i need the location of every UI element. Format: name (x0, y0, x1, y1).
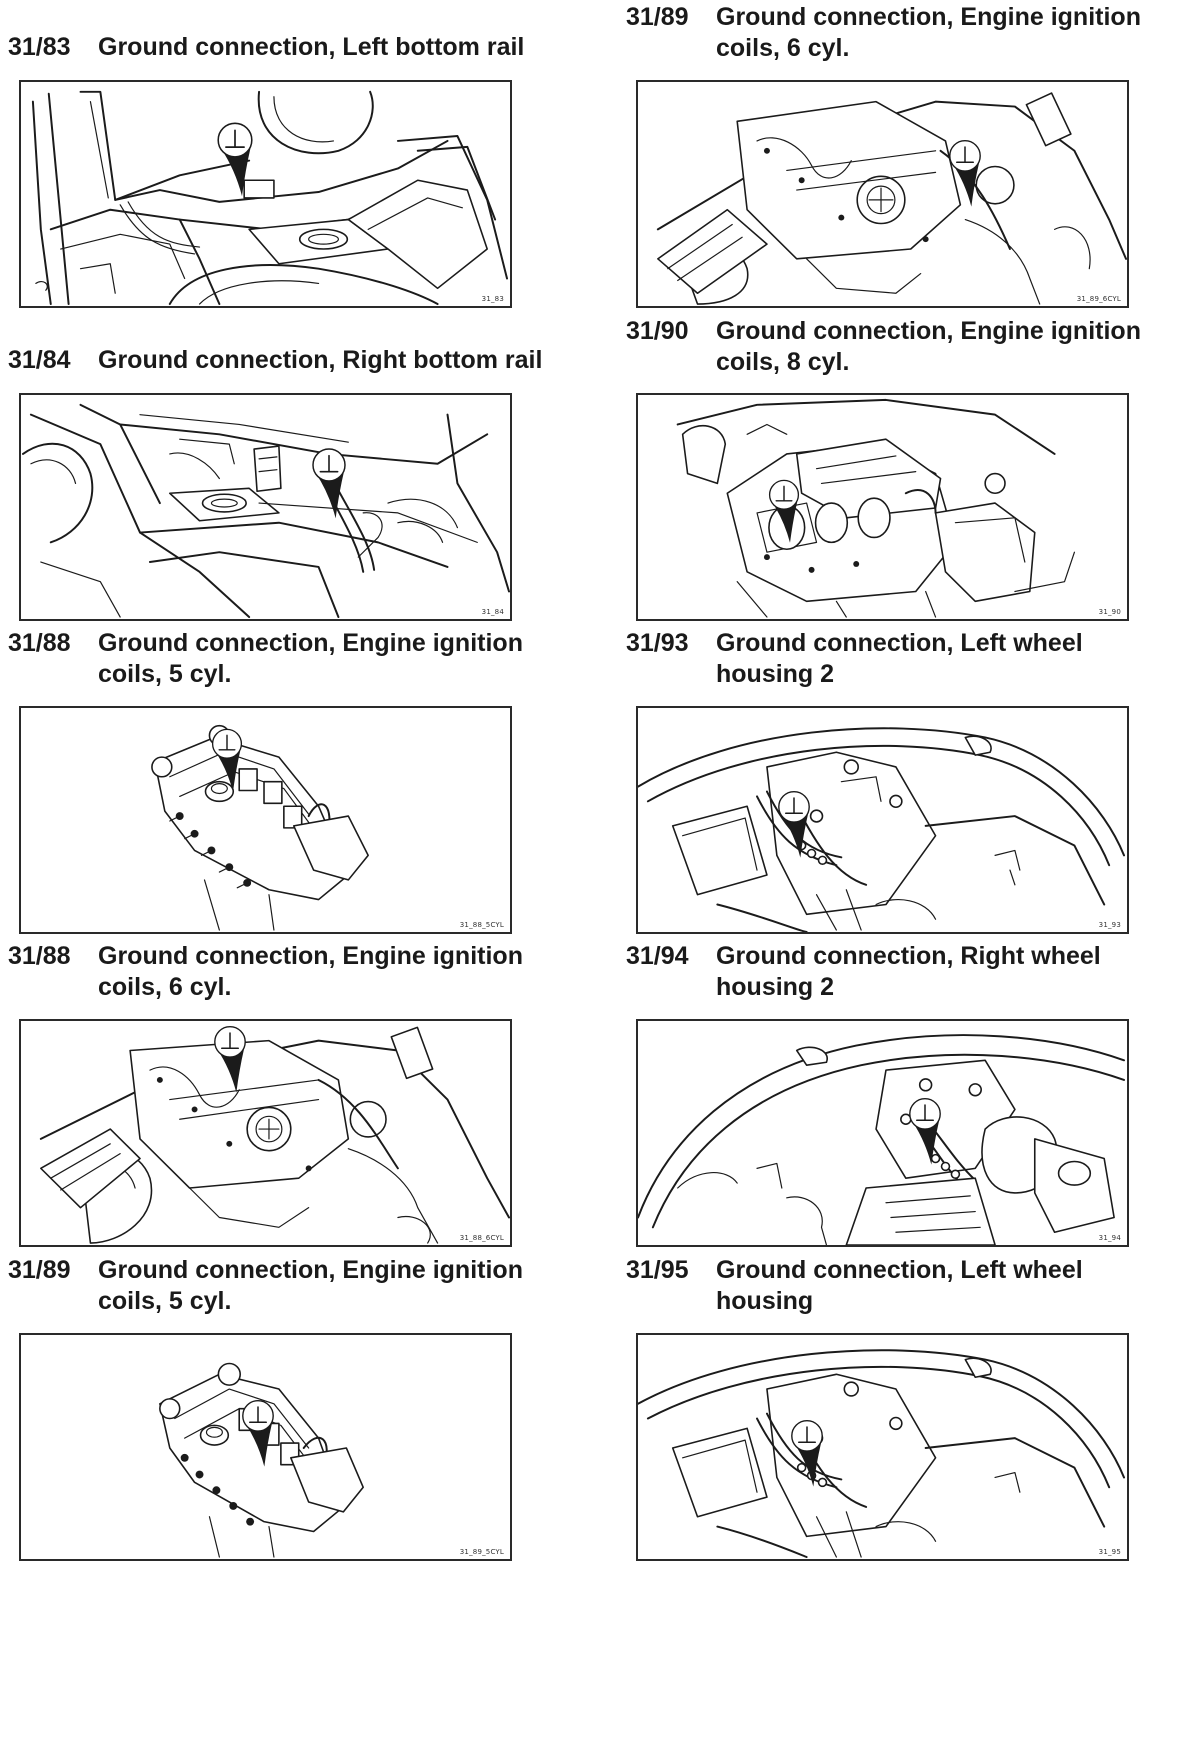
figure-id: 31_83 (481, 295, 504, 303)
entry-code: 31/84 (8, 346, 71, 374)
illustration-engine-8cyl (676, 398, 1076, 618)
entry-title-line: Ground connection, Engine ignition (98, 942, 523, 970)
ground-symbol-icon (312, 448, 346, 519)
entry-title: Ground connection, Right bottom rail (98, 345, 542, 376)
ground-symbol-icon (949, 140, 981, 207)
figure-31-90: 31_90 (636, 393, 1129, 621)
entry-code: 31/95 (626, 1256, 689, 1284)
ground-symbol-icon (791, 1420, 823, 1487)
figure-31-88-6cyl: 31_88_6CYL (19, 1019, 512, 1247)
entry-code: 31/83 (8, 33, 71, 61)
entry-title-line: Ground connection, Right wheel (716, 942, 1101, 970)
entry-title: Ground connection, Engine ignition coils… (716, 316, 1141, 378)
entry-code: 31/94 (626, 942, 689, 970)
figure-31-84: 31_84 (19, 393, 512, 621)
ground-symbol-icon (242, 1400, 274, 1467)
illustration-engine-6cyl (656, 92, 1127, 305)
figure-31-83: 31_83 (19, 80, 512, 308)
illustration-engine-5cyl (151, 724, 369, 931)
entry-title-line: Ground connection, Left bottom rail (98, 33, 525, 61)
figure-31-88-5cyl: 31_88_5CYL (19, 706, 512, 934)
entry-code: 31/89 (8, 1256, 71, 1284)
illustration-left-bottom-rail (31, 90, 509, 306)
entry-title: Ground connection, Right wheel housing 2 (716, 941, 1101, 1003)
entry-title: Ground connection, Engine ignition coils… (98, 941, 523, 1003)
figure-id: 31_95 (1098, 1548, 1121, 1556)
entry-code: 31/93 (626, 629, 689, 657)
entry-title: Ground connection, Engine ignition coils… (98, 1255, 523, 1317)
entry-title-line: coils, 5 cyl. (98, 660, 232, 688)
figure-id: 31_90 (1098, 608, 1121, 616)
entry-title-line: coils, 6 cyl. (98, 973, 232, 1001)
entry-title-line: housing (716, 1287, 814, 1315)
ground-symbol-icon (909, 1098, 941, 1165)
figure-id: 31_88_5CYL (459, 921, 504, 929)
entry-title-line: coils, 8 cyl. (716, 348, 850, 376)
figure-id: 31_89_6CYL (1076, 295, 1121, 303)
illustration-right-wheel-housing (638, 1034, 1126, 1245)
figure-id: 31_88_6CYL (459, 1234, 504, 1242)
entry-code: 31/88 (8, 942, 71, 970)
entry-code: 31/89 (626, 3, 689, 31)
figure-id: 31_94 (1098, 1234, 1121, 1242)
entry-title-line: Ground connection, Engine ignition (98, 629, 523, 657)
illustration-engine-6cyl (39, 1026, 510, 1244)
entry-title-line: Ground connection, Left wheel (716, 629, 1083, 657)
figure-31-93: 31_93 (636, 706, 1129, 934)
figure-31-94: 31_94 (636, 1019, 1129, 1247)
entry-title-line: Ground connection, Engine ignition (98, 1256, 523, 1284)
figure-id: 31_93 (1098, 921, 1121, 929)
entry-code: 31/90 (626, 317, 689, 345)
ground-symbol-icon (778, 791, 810, 858)
entry-title-line: Ground connection, Engine ignition (716, 317, 1141, 345)
illustration-left-wheel-housing (638, 727, 1126, 932)
entry-title-line: coils, 5 cyl. (98, 1287, 232, 1315)
entry-title-line: housing 2 (716, 973, 835, 1001)
entry-title: Ground connection, Left wheel housing 2 (716, 628, 1083, 690)
entry-title-line: Ground connection, Left wheel (716, 1256, 1083, 1284)
entry-title: Ground connection, Left bottom rail (98, 32, 524, 63)
entry-title: Ground connection, Engine ignition coils… (716, 2, 1141, 64)
illustration-right-bottom-rail (21, 403, 510, 619)
ground-symbol-icon (217, 122, 253, 197)
entry-title-line: Ground connection, Engine ignition (716, 3, 1141, 31)
entry-title-line: housing 2 (716, 660, 835, 688)
entry-title-line: Ground connection, Right bottom rail (98, 346, 543, 374)
illustration-left-wheel-housing (638, 1349, 1126, 1559)
entry-title-line: coils, 6 cyl. (716, 34, 850, 62)
figure-31-89-6cyl: 31_89_6CYL (636, 80, 1129, 308)
ground-symbol-icon (768, 479, 800, 543)
illustration-engine-5cyl (159, 1362, 364, 1558)
entry-code: 31/88 (8, 629, 71, 657)
figure-id: 31_84 (481, 608, 504, 616)
ground-symbol-icon (214, 1026, 246, 1093)
entry-title: Ground connection, Left wheel housing (716, 1255, 1083, 1317)
figure-31-95: 31_95 (636, 1333, 1129, 1561)
entry-title: Ground connection, Engine ignition coils… (98, 628, 523, 690)
ground-symbol-icon (211, 728, 243, 792)
figure-31-89-5cyl: 31_89_5CYL (19, 1333, 512, 1561)
figure-id: 31_89_5CYL (459, 1548, 504, 1556)
